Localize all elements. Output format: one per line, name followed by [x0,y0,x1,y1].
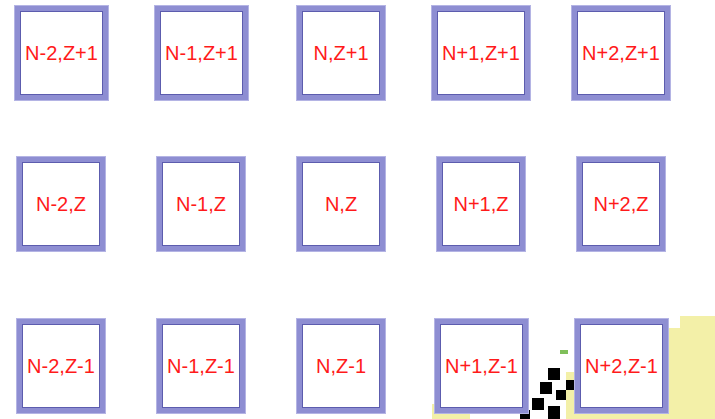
nucleus-label: N+2,Z [593,193,648,215]
nucleus-label: N-2,Z-1 [27,355,95,377]
nucleus-box: N+2,Z-1 [575,319,668,413]
nucleus-box: N+1,Z [437,157,525,251]
stable-region [566,316,715,419]
nucleus-box: N,Z+1 [297,6,385,100]
nucleus-label: N-2,Z+1 [25,42,98,64]
nucleus-box: N-1,Z+1 [155,6,248,100]
nucleus-box: N-2,Z [17,157,105,251]
nucleus-box: N+1,Z+1 [432,6,530,100]
nucleus-label: N+2,Z+1 [582,42,660,64]
nucleus-label: N-1,Z+1 [165,42,238,64]
nucleus-box: N-1,Z [157,157,245,251]
nucleus-box: N-2,Z+1 [15,6,108,100]
nucleus-label: N,Z+1 [313,42,368,64]
nucleus-box: N,Z [297,157,385,251]
nucleus-label: N,Z-1 [316,355,366,377]
nucleus-label: N+1,Z-1 [445,355,518,377]
nucleus-box: N+1,Z-1 [435,319,528,413]
nucleus-box: N+2,Z+1 [572,6,670,100]
nucleus-box: N-1,Z-1 [157,319,245,413]
nucleus-label: N+1,Z+1 [442,42,520,64]
nucleus-box: N-2,Z-1 [17,319,105,413]
nucleus-label: N-1,Z-1 [167,355,235,377]
nucleus-label: N,Z [325,193,357,215]
nucleus-label: N-2,Z [36,193,86,215]
nucleus-label: N-1,Z [176,193,226,215]
nucleus-label: N+2,Z-1 [585,355,658,377]
nucleus-label: N+1,Z [453,193,508,215]
nucleus-box: N+2,Z [577,157,665,251]
nucleus-box: N,Z-1 [297,319,385,413]
